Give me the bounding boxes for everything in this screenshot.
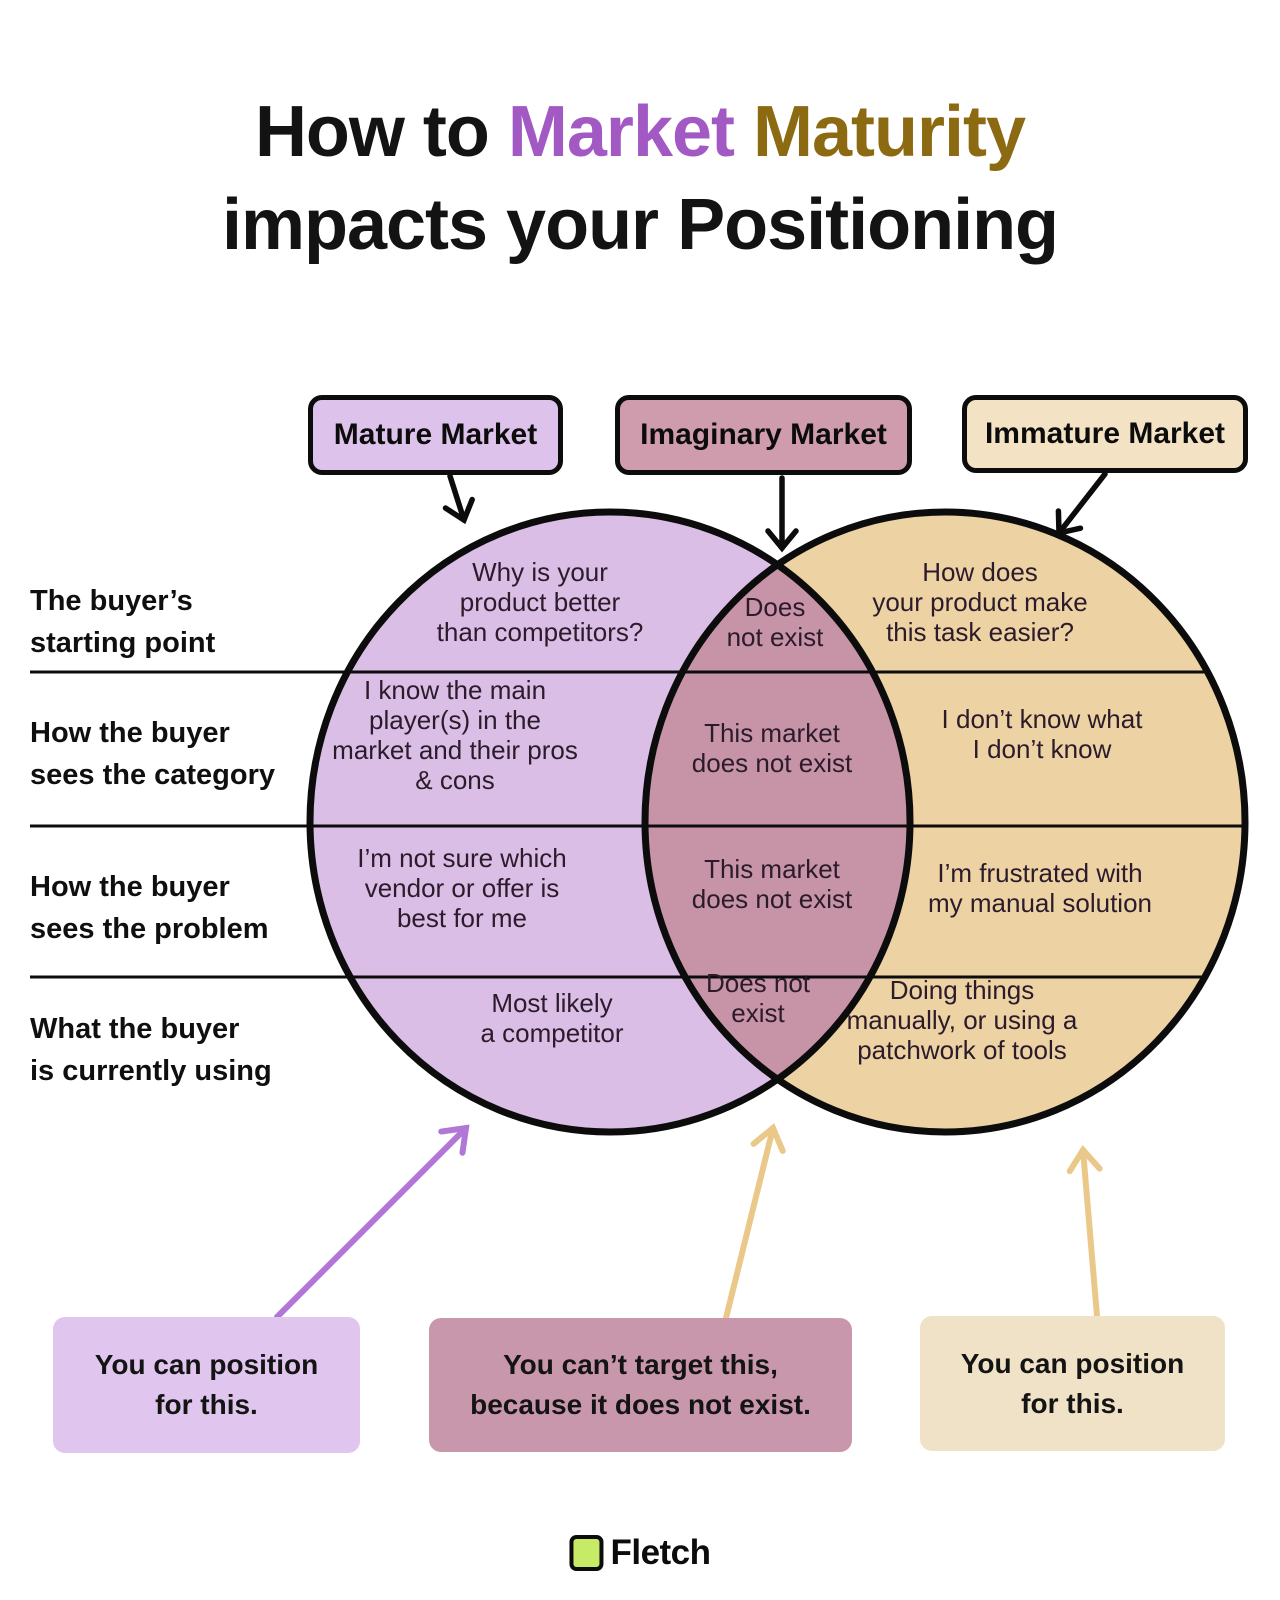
venn-right-row3: I’m frustrated with my manual solution [928,858,1152,918]
brand-logo: Fletch [569,1533,711,1573]
venn-left-row3: I’m not sure which vendor or offer is be… [357,843,567,933]
row-label-sees-category: How the buyer sees the category [30,717,276,791]
venn-overlap-row4: Does not exist [705,968,811,1028]
row-label-sees-problem: How the buyer sees the problem [30,871,269,945]
immature-market-circle-outline [641,508,1249,1136]
mature-market-label: Mature Market [308,395,563,475]
title-market: Market [507,92,735,172]
position-right-arrow [1066,1145,1103,1319]
fletch-logo-icon [569,1535,604,1571]
page-title: How to Market Maturity impacts your Posi… [0,86,1280,272]
row-label-currently-using: What the buyer is currently using [30,1013,272,1087]
imaginary-market-label: Imaginary Market [615,395,912,475]
mature-label-arrow [442,473,475,525]
venn-overlap-row2: This market does not exist [691,718,853,778]
venn-right-row2: I don’t know what I don’t know [941,704,1143,764]
mature-market-circle-outline [306,508,914,1136]
title-how-to: How to [254,92,490,172]
venn-right-row4: Doing things manually, or using a patchw… [846,975,1078,1065]
row-label-starting-point: The buyer’s starting point [30,585,216,659]
venn-overlap-row1: Does not exist [726,592,824,652]
position-left-arrow [274,1124,470,1320]
title-maturity: Maturity [753,92,1026,172]
fletch-logo-text: Fletch [610,1533,711,1572]
venn-left-row2: I know the main player(s) in the market … [332,675,578,795]
title-line2: impacts your Positioning [221,185,1059,265]
callout-cannot-target: You can’t target this, because it does n… [429,1318,852,1452]
venn-left-row1: Why is your product better than competit… [436,557,644,647]
venn-overlap-row3: This market does not exist [691,854,853,914]
callout-position-left: You can position for this. [53,1317,360,1453]
venn-left-row4: Most likely a competitor [480,988,624,1048]
cannot-target-arrow [723,1123,786,1321]
callout-position-right: You can position for this. [920,1316,1225,1451]
immature-market-label: Immature Market [962,395,1248,473]
immature-label-arrow [1055,471,1108,537]
venn-right-row1: How does your product make this task eas… [872,557,1088,647]
